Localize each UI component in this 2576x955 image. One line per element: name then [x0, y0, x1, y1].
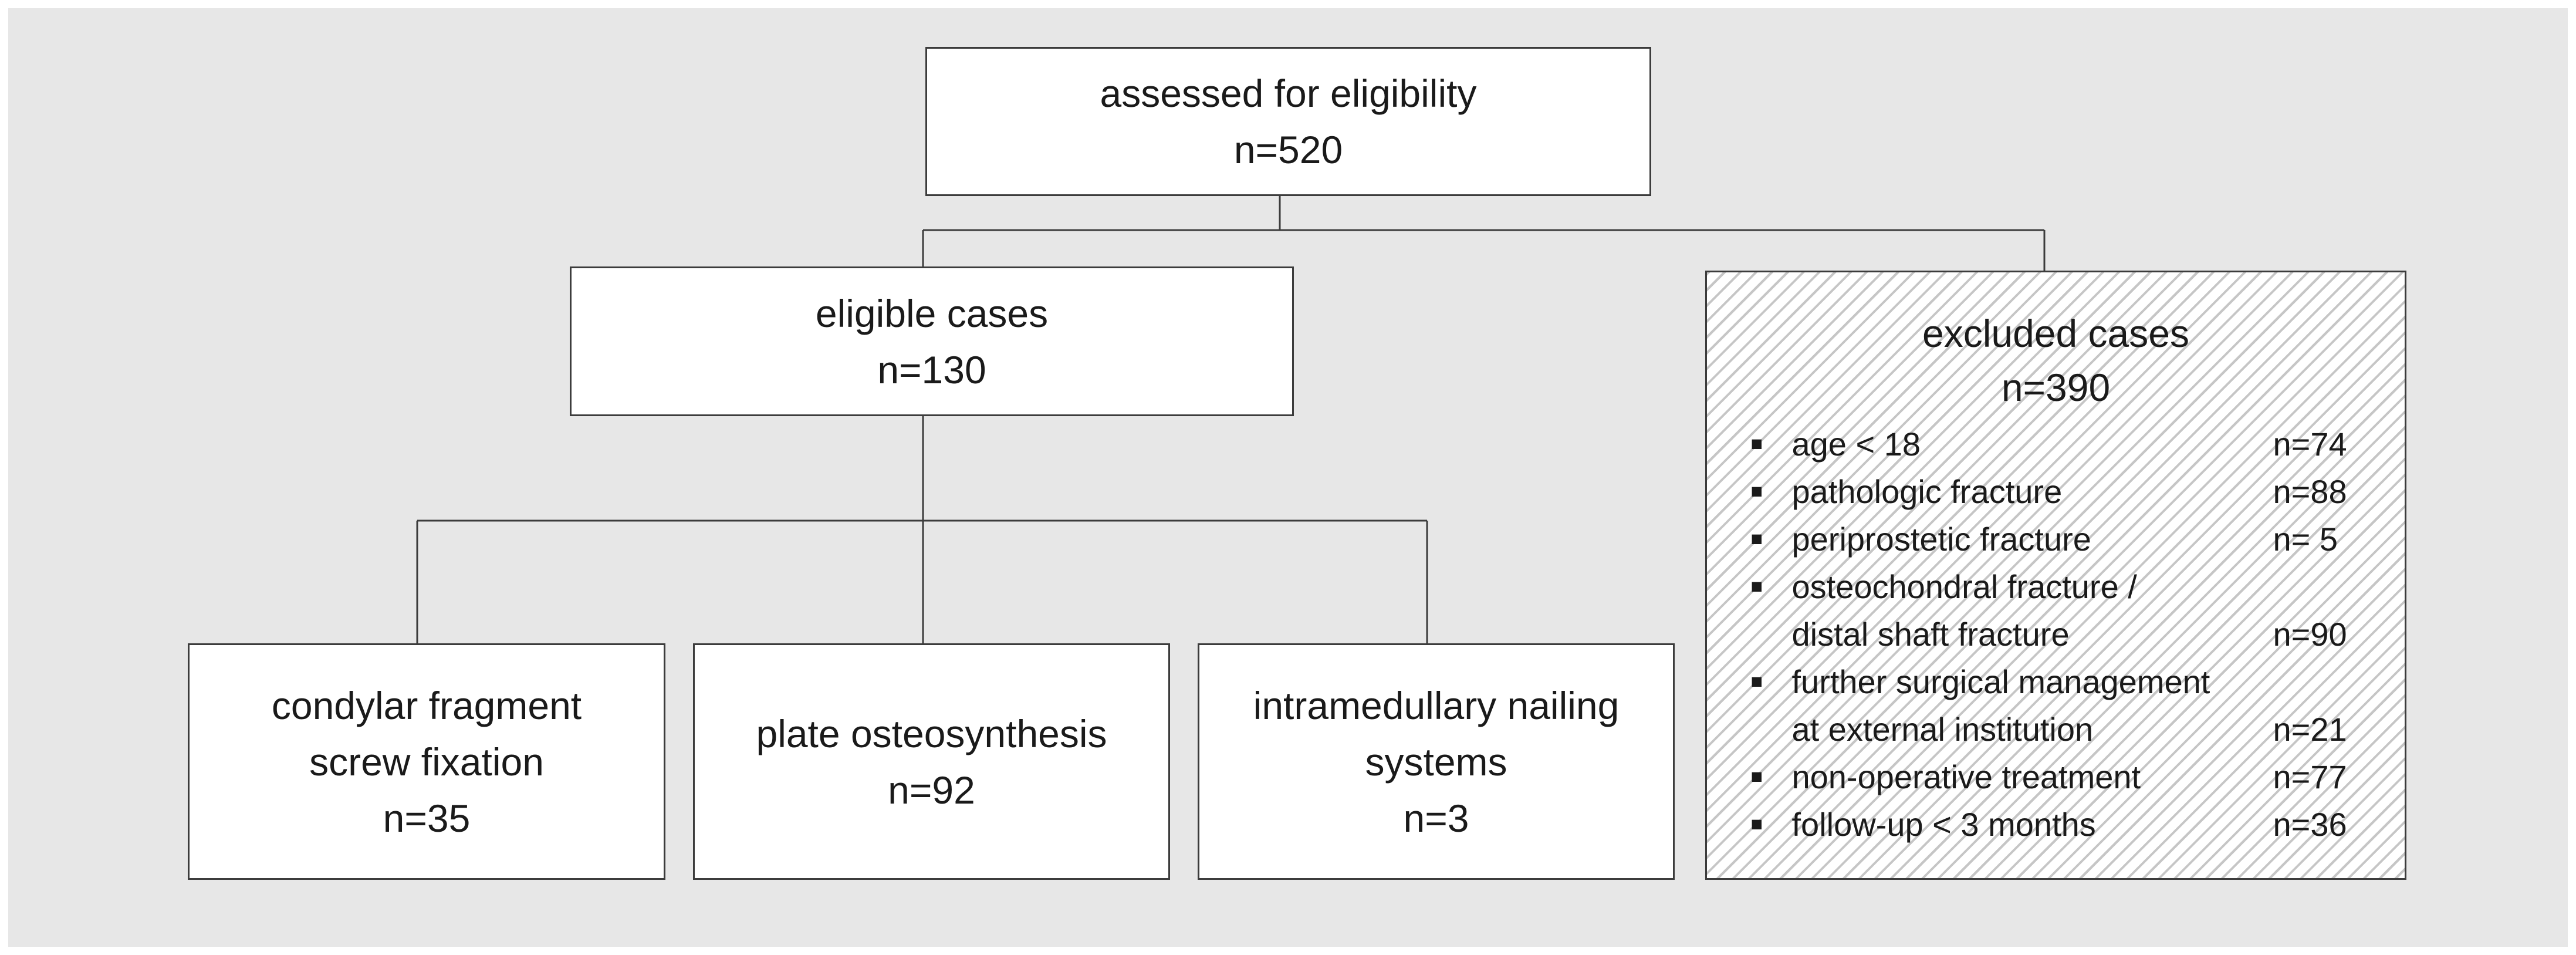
reason-label: osteochondral fracture /	[1791, 568, 2137, 605]
plate-osteosynthesis-box: plate osteosynthesis n=92	[693, 643, 1170, 880]
eligible-count: n=130	[877, 347, 986, 392]
exclusion-reason-continued: at external institution n=21	[1751, 706, 2361, 753]
reason-count: n=21	[2273, 711, 2347, 748]
condylar-label-line2: screw fixation	[309, 740, 544, 784]
reason-label-line2: at external institution	[1791, 711, 2094, 748]
exclusion-reason: ■ further surgical management	[1751, 658, 2361, 706]
exclusion-reason-continued: distal shaft fracture n=90	[1751, 610, 2361, 658]
reason-count: n=36	[2273, 806, 2347, 843]
reason-count: n=90	[2273, 616, 2347, 653]
excluded-box: excluded cases n=390 ■ age < 18 n=74 ■ p…	[1705, 271, 2406, 880]
exclusion-reason: ■ pathologic fracture n=88	[1751, 468, 2361, 515]
eligible-box: eligible cases n=130	[570, 266, 1294, 416]
condylar-screw-box: condylar fragment screw fixation n=35	[188, 643, 665, 880]
nailing-label-line2: systems	[1365, 740, 1507, 784]
reason-count: n=77	[2273, 758, 2347, 795]
reason-label: follow-up < 3 months	[1791, 806, 2096, 843]
condylar-count: n=35	[383, 796, 471, 840]
reason-label-line2: distal shaft fracture	[1791, 616, 2070, 653]
bullet-icon: ■	[1750, 480, 1763, 502]
reason-label: further surgical management	[1791, 663, 2210, 700]
reason-label: pathologic fracture	[1791, 473, 2063, 510]
exclusion-reason: ■ age < 18 n=74	[1751, 420, 2361, 468]
exclusion-reason: ■ osteochondral fracture /	[1751, 563, 2361, 610]
reason-count: n= 5	[2273, 521, 2338, 558]
assessed-label: assessed for eligibility	[1100, 72, 1477, 115]
bullet-icon: ■	[1750, 813, 1763, 835]
nailing-label-line1: intramedullary nailing	[1253, 683, 1620, 727]
bullet-icon: ■	[1750, 433, 1763, 455]
plate-label: plate osteosynthesis	[756, 711, 1107, 755]
bullet-icon: ■	[1750, 528, 1763, 550]
reason-count: n=74	[2273, 426, 2347, 463]
exclusion-reason: ■ periprostetic fracture n= 5	[1751, 515, 2361, 563]
plate-count: n=92	[888, 768, 975, 812]
reason-label: age < 18	[1791, 426, 1921, 463]
reason-count: n=88	[2273, 473, 2347, 510]
reason-label: non-operative treatment	[1791, 758, 2141, 795]
bullet-icon: ■	[1750, 575, 1763, 598]
bullet-icon: ■	[1750, 765, 1763, 788]
connector-lines	[416, 196, 2046, 643]
condylar-label-line1: condylar fragment	[271, 683, 582, 727]
excluded-count: n=390	[2001, 366, 2111, 409]
exclusion-reason: ■ non-operative treatment n=77	[1751, 753, 2361, 801]
exclusion-reason: ■ follow-up < 3 months n=36	[1751, 801, 2361, 848]
bullet-icon: ■	[1750, 670, 1763, 693]
assessed-count: n=520	[1233, 128, 1343, 171]
assessed-box: assessed for eligibility n=520	[925, 47, 1651, 196]
excluded-label: excluded cases	[1922, 312, 2189, 355]
eligible-label: eligible cases	[815, 291, 1049, 335]
nailing-count: n=3	[1403, 796, 1469, 840]
flowchart-canvas: assessed for eligibility n=520 eligible …	[8, 8, 2568, 947]
reason-label: periprostetic fracture	[1791, 521, 2091, 558]
intramedullary-nailing-box: intramedullary nailing systems n=3	[1198, 643, 1675, 880]
exclusion-reasons-list: ■ age < 18 n=74 ■ pathologic fracture n=…	[1751, 420, 2361, 848]
